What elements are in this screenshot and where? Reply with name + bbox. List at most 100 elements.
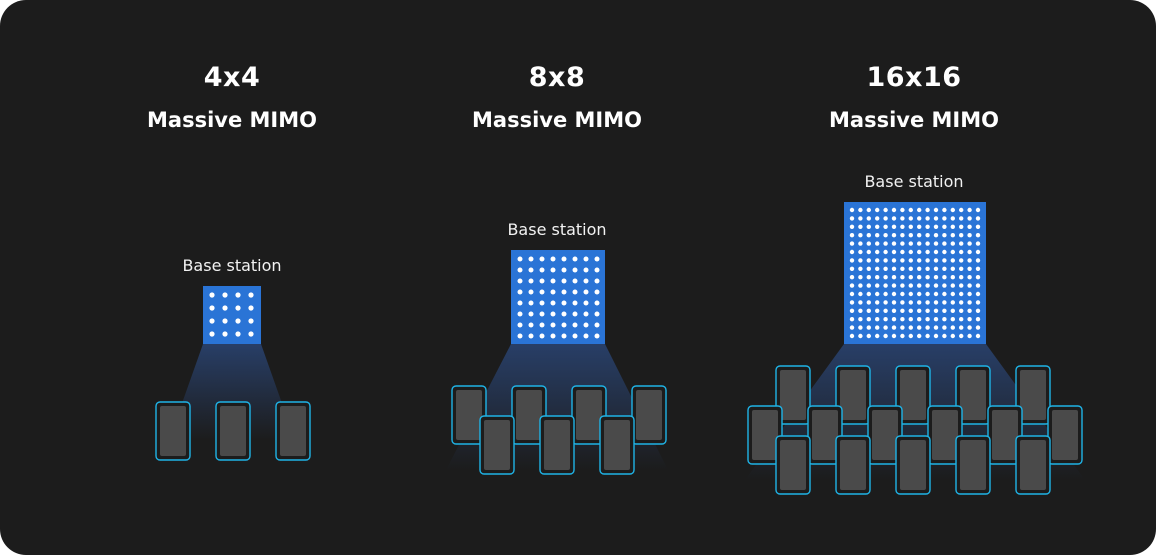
antenna-element <box>900 207 905 213</box>
antenna-element <box>594 311 600 317</box>
antenna-element <box>959 216 964 221</box>
antenna-element <box>539 322 545 328</box>
antenna-element <box>967 224 972 229</box>
antenna-element <box>967 233 972 238</box>
antenna-element <box>900 325 905 330</box>
antenna-element <box>528 322 534 328</box>
antenna-element <box>933 283 939 288</box>
antenna-element <box>959 233 964 238</box>
antenna-element <box>849 207 855 213</box>
antenna-element <box>917 291 922 297</box>
device-screen <box>872 410 898 460</box>
antenna-element <box>908 216 913 221</box>
device-icon <box>631 385 667 445</box>
antenna-element <box>858 216 863 221</box>
panel-3 <box>745 202 1085 495</box>
antenna-element <box>550 289 556 295</box>
antenna-element <box>561 267 567 273</box>
panel-1-title: 4x4 <box>203 62 261 93</box>
antenna-element <box>572 311 578 317</box>
antenna-element <box>925 216 930 221</box>
antenna-element <box>933 308 939 313</box>
antenna-element <box>539 289 545 295</box>
device-screen <box>752 410 778 460</box>
antenna-element <box>950 241 955 246</box>
antenna-element <box>900 300 905 305</box>
device-screen <box>1020 440 1046 490</box>
antenna-element <box>942 308 947 313</box>
antenna-element <box>248 331 254 337</box>
antenna-element <box>967 333 972 339</box>
antenna-element <box>900 317 905 322</box>
device-icon <box>955 435 991 495</box>
antenna-element <box>942 283 947 288</box>
antenna-element <box>517 333 523 339</box>
antenna-element <box>883 241 888 246</box>
panel-3-subtitle: Massive MIMO <box>829 108 999 132</box>
antenna-element <box>900 333 905 339</box>
antenna-element <box>959 291 964 297</box>
antenna-element <box>517 300 523 306</box>
antenna-element <box>925 291 930 297</box>
antenna-element <box>967 249 972 255</box>
antenna-element <box>883 308 888 313</box>
antenna-element <box>561 300 567 306</box>
antenna-element <box>942 325 947 330</box>
antenna-element <box>908 283 913 288</box>
antenna-element <box>849 308 855 313</box>
antenna-element <box>950 224 955 229</box>
antenna-element <box>866 291 871 297</box>
antenna-element <box>933 241 939 246</box>
antenna-element <box>858 233 863 238</box>
antenna-element <box>550 278 556 284</box>
antenna-element <box>959 249 964 255</box>
antenna-element <box>925 207 930 213</box>
antenna-element <box>858 325 863 330</box>
antenna-element <box>866 207 871 213</box>
antenna-element <box>942 333 947 339</box>
antenna-element <box>975 291 981 297</box>
device-icon <box>1015 365 1051 425</box>
antenna-element <box>891 224 897 229</box>
antenna-element <box>235 331 241 337</box>
antenna-element <box>950 275 955 280</box>
antenna-element <box>942 275 947 280</box>
antenna-element <box>528 289 534 295</box>
antenna-element <box>900 258 905 263</box>
antenna-element <box>950 291 955 297</box>
antenna-element <box>917 216 922 221</box>
antenna-element <box>248 305 254 311</box>
panel-2-base-station-label: Base station <box>507 220 607 239</box>
antenna-element <box>883 325 888 330</box>
antenna-element <box>959 317 964 322</box>
antenna-element <box>967 266 972 271</box>
antenna-element <box>875 325 880 330</box>
panel-2 <box>446 250 668 475</box>
device-icon <box>539 415 575 475</box>
antenna-element <box>561 278 567 284</box>
antenna-element <box>933 291 939 297</box>
antenna-element <box>891 216 897 221</box>
antenna-element <box>883 207 888 213</box>
device-icon <box>835 365 871 425</box>
antenna-element <box>933 300 939 305</box>
antenna-element <box>875 233 880 238</box>
device-screen <box>160 406 186 456</box>
antenna-element <box>967 207 972 213</box>
antenna-element <box>209 292 215 298</box>
device-screen <box>932 410 958 460</box>
antenna-element <box>908 233 913 238</box>
antenna-element <box>967 241 972 246</box>
antenna-element <box>908 241 913 246</box>
antenna-element <box>248 318 254 324</box>
antenna-element <box>222 331 228 337</box>
antenna-element <box>908 317 913 322</box>
antenna-element <box>917 333 922 339</box>
antenna-element <box>975 333 981 339</box>
antenna-element <box>908 300 913 305</box>
antenna-element <box>583 333 589 339</box>
antenna-element <box>942 241 947 246</box>
antenna-element <box>891 333 897 339</box>
antenna-element <box>959 283 964 288</box>
